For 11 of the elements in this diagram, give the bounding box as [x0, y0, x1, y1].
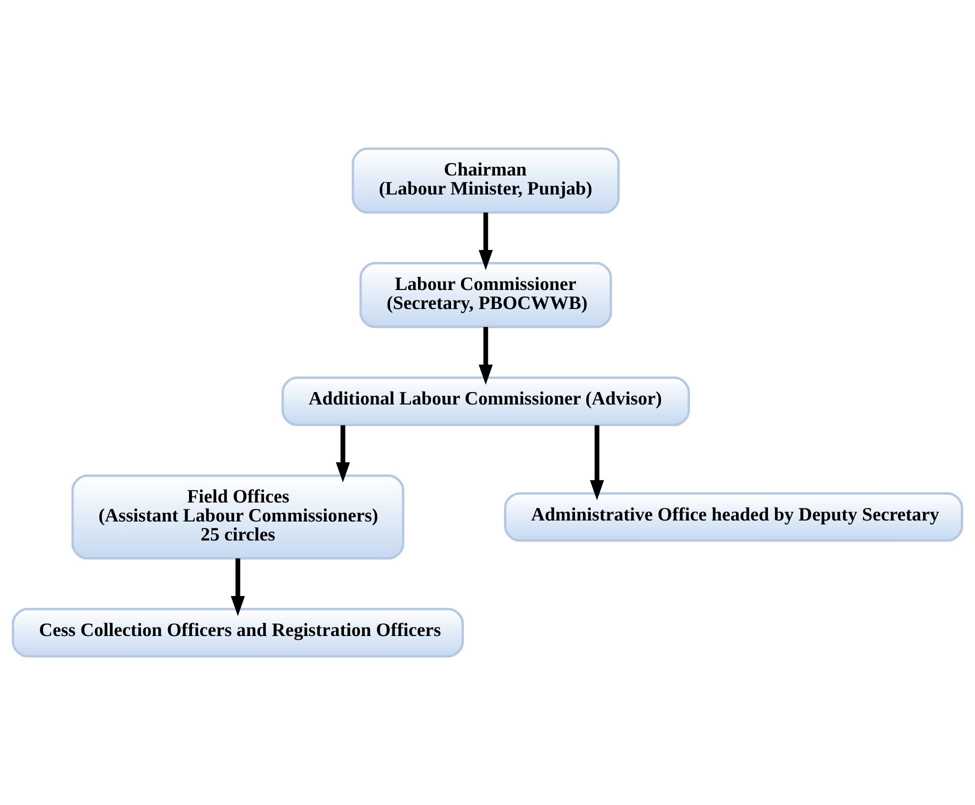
node-box: Labour Commissioner (Secretary, PBOCWWB) [359, 262, 612, 328]
node-box: Administrative Office headed by Deputy Secretary [504, 492, 964, 542]
arrow [230, 558, 245, 616]
arrow [478, 326, 493, 385]
node-box: Chairman (Labour Minister, Punjab) [352, 148, 620, 214]
arrow [478, 212, 493, 270]
arrow [336, 425, 350, 482]
node-box: Cess Collection Officers and Registration Officers [12, 608, 464, 658]
node-box: Additional Labour Commissioner (Advisor) [282, 376, 690, 426]
arrow [590, 425, 604, 500]
node-box: Field Offices (Assistant Labour Commissioners) 25 circles [71, 474, 404, 560]
